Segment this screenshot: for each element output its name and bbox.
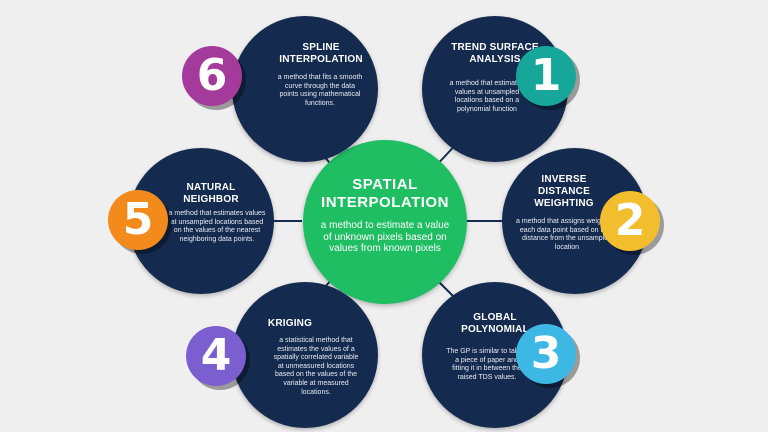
node-spline-interpolation: SPLINE INTERPOLATION a method that fits … [232, 16, 378, 162]
center-title-line1: SPATIAL [352, 176, 418, 193]
title-line: SPLINE [302, 42, 340, 53]
badge-2: 2 [600, 191, 660, 251]
title-line: NATURAL [186, 182, 236, 193]
title-line: TREND SURFACE [451, 42, 539, 53]
title-line: DISTANCE [538, 186, 590, 197]
node-description: a method that estimates values at unsamp… [449, 80, 525, 113]
badge-1: 1 [516, 46, 576, 106]
badge-3: 3 [516, 324, 576, 384]
node-title: GLOBAL POLYNOMIAL [422, 312, 568, 336]
node-title: TREND SURFACE ANALYSIS [422, 42, 568, 66]
node-description: a statistical method that estimates the … [273, 337, 359, 396]
node-description: a method that fits a smooth curve throug… [277, 74, 363, 107]
node-title: INVERSE DISTANCE WEIGHTING [502, 174, 626, 210]
center-title: SPATIAL INTERPOLATION [303, 176, 467, 212]
center-description: a method to estimate a value of unknown … [320, 220, 450, 254]
node-title: KRIGING [262, 318, 318, 330]
badge-4: 4 [186, 326, 246, 386]
title-line: KRIGING [267, 318, 313, 329]
node-description: a method that estimates values at unsamp… [168, 210, 266, 243]
center-spatial-interpolation: SPATIAL INTERPOLATION a method to estima… [303, 140, 467, 304]
title-line: ANALYSIS [469, 54, 521, 65]
title-line: INVERSE [541, 174, 587, 185]
title-line: NEIGHBOR [183, 194, 239, 205]
node-description: The GP is similar to taking a piece of p… [446, 348, 528, 381]
node-kriging: KRIGING a statistical method that estima… [232, 282, 378, 428]
node-title: NATURAL NEIGHBOR [158, 182, 264, 206]
center-title-line2: INTERPOLATION [321, 194, 449, 211]
node-description: a method that assigns weights to each da… [516, 218, 618, 251]
node-title: SPLINE INTERPOLATION [270, 42, 372, 66]
badge-5: 5 [108, 190, 168, 250]
badge-6: 6 [182, 46, 242, 106]
title-line: POLYNOMIAL [461, 324, 529, 335]
title-line: INTERPOLATION [279, 54, 363, 65]
title-line: GLOBAL [473, 312, 517, 323]
title-line: WEIGHTING [534, 198, 594, 209]
